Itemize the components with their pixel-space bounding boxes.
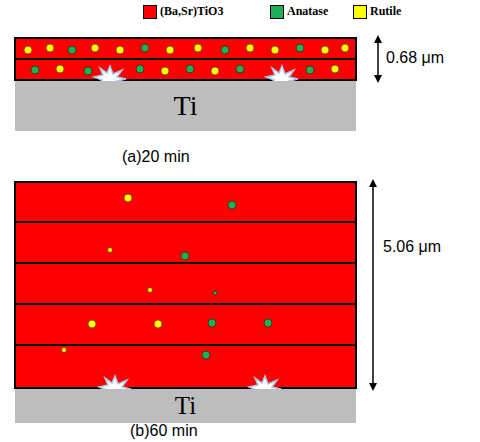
legend-entry: Anatase — [270, 4, 328, 19]
panel-caption: (a)20 min — [122, 148, 190, 166]
substrate-band: Ti — [15, 81, 356, 131]
substrate-label: Ti — [175, 392, 196, 420]
legend-swatch — [143, 5, 157, 19]
legend-swatch — [353, 5, 367, 19]
dimension-label: 5.06 μm — [383, 238, 441, 256]
legend-text: (Ba,Sr)TiO3 — [160, 4, 223, 19]
legend-entry: Rutile — [353, 4, 401, 19]
substrate-label: Ti — [174, 90, 198, 122]
legend-entry: (Ba,Sr)TiO3 — [143, 4, 223, 19]
dimension-label: 0.68 μm — [386, 49, 444, 67]
legend-swatch — [270, 5, 284, 19]
legend-text: Anatase — [287, 4, 328, 19]
substrate-band: Ti — [15, 389, 356, 423]
panel-caption: (b)60 min — [130, 422, 198, 440]
legend-text: Rutile — [370, 4, 401, 19]
